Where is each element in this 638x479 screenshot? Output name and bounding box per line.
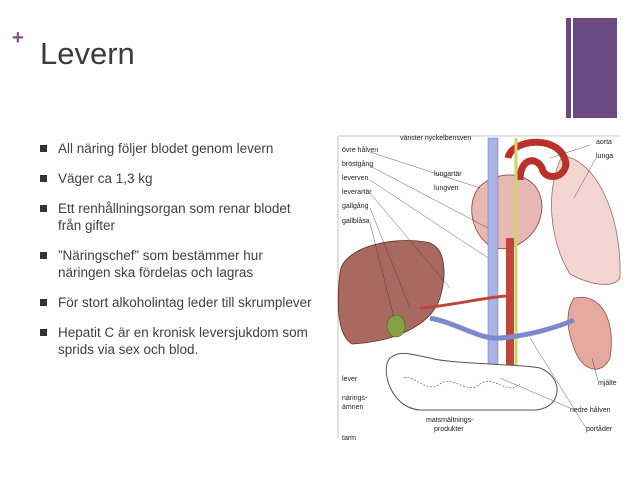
label-gallblasa: gallblåsa — [342, 217, 370, 225]
leader-line — [549, 144, 591, 159]
bullet-item: Ett renhållningsorgan som renar blodet f… — [38, 200, 313, 234]
leader-line — [369, 165, 489, 229]
slide-title: Levern — [40, 36, 135, 71]
label-lungartar: lungartär — [434, 171, 462, 178]
label-mjalte: mjälte — [598, 380, 617, 387]
leader-line — [369, 151, 481, 189]
portal-vein — [429, 315, 575, 341]
spleen-shape — [567, 296, 612, 370]
label-nedre-halven: nedre hålven — [570, 406, 611, 414]
leader-line — [499, 377, 571, 409]
bullet-item: Väger ca 1,3 kg — [38, 170, 313, 187]
label-vanster-nyckelbensven: vänster nyckelbensven — [400, 135, 471, 142]
label-tarm: tarm — [342, 435, 356, 442]
label-naringsamnen-1: närings- — [342, 395, 368, 402]
heart-shape — [471, 174, 543, 250]
bullet-square-icon — [40, 299, 47, 306]
label-naringsamnen-2: ämnen — [342, 404, 364, 411]
aorta-descending — [506, 238, 514, 388]
label-brostgang: bröstgång — [342, 160, 373, 168]
aorta-arch — [504, 138, 570, 181]
bullet-square-icon — [40, 205, 47, 212]
liver-shape — [337, 240, 445, 345]
leader-line — [369, 179, 489, 259]
intestine-shape — [385, 352, 558, 411]
intestine-villi — [403, 377, 521, 389]
bullet-list: All näring följer blodet genom levern Vä… — [38, 140, 313, 371]
bullet-square-icon — [40, 329, 47, 336]
label-matsmaltning-2: produkter — [434, 426, 464, 433]
label-leverartar: leverartär — [342, 189, 372, 196]
vena-cava — [487, 137, 499, 389]
bullet-square-icon — [40, 175, 47, 182]
label-matsmaltning-1: matsmältnings- — [426, 417, 474, 424]
plus-mark: + — [12, 27, 24, 49]
liver-anatomy-diagram: vänster nyckelbensven övre hålven bröstg… — [337, 135, 621, 442]
accent-bar-thin — [566, 18, 571, 118]
label-portader: portåder — [586, 425, 613, 433]
bullet-item: ”Näringschef” som bestämmer hur näringen… — [38, 247, 313, 281]
leader-line — [369, 207, 411, 309]
label-lungven: lungven — [434, 185, 459, 192]
lung-shape — [551, 155, 621, 285]
bullet-item: Hepatit C är en kronisk leversjukdom som… — [38, 324, 313, 358]
leader-line — [529, 337, 587, 429]
label-lunga: lunga — [596, 153, 613, 160]
bullet-item: För stort alkoholintag leder till skrump… — [38, 294, 313, 311]
label-gallgang: gallgång — [342, 202, 369, 210]
bullet-square-icon — [40, 145, 47, 152]
label-ovre-halven: övre hålven — [342, 146, 378, 154]
leader-line — [369, 192, 451, 289]
leader-line — [573, 157, 597, 199]
hepatic-artery — [419, 294, 507, 310]
accent-bar-thick — [573, 18, 617, 118]
bullet-item: All näring följer blodet genom levern — [38, 140, 313, 157]
leader-line — [369, 222, 395, 319]
label-leverven: leverven — [342, 175, 369, 182]
label-aorta: aorta — [596, 139, 612, 146]
leader-line — [591, 357, 599, 382]
label-lever: lever — [342, 376, 358, 383]
gallbladder-shape — [386, 314, 406, 338]
bullet-square-icon — [40, 252, 47, 259]
